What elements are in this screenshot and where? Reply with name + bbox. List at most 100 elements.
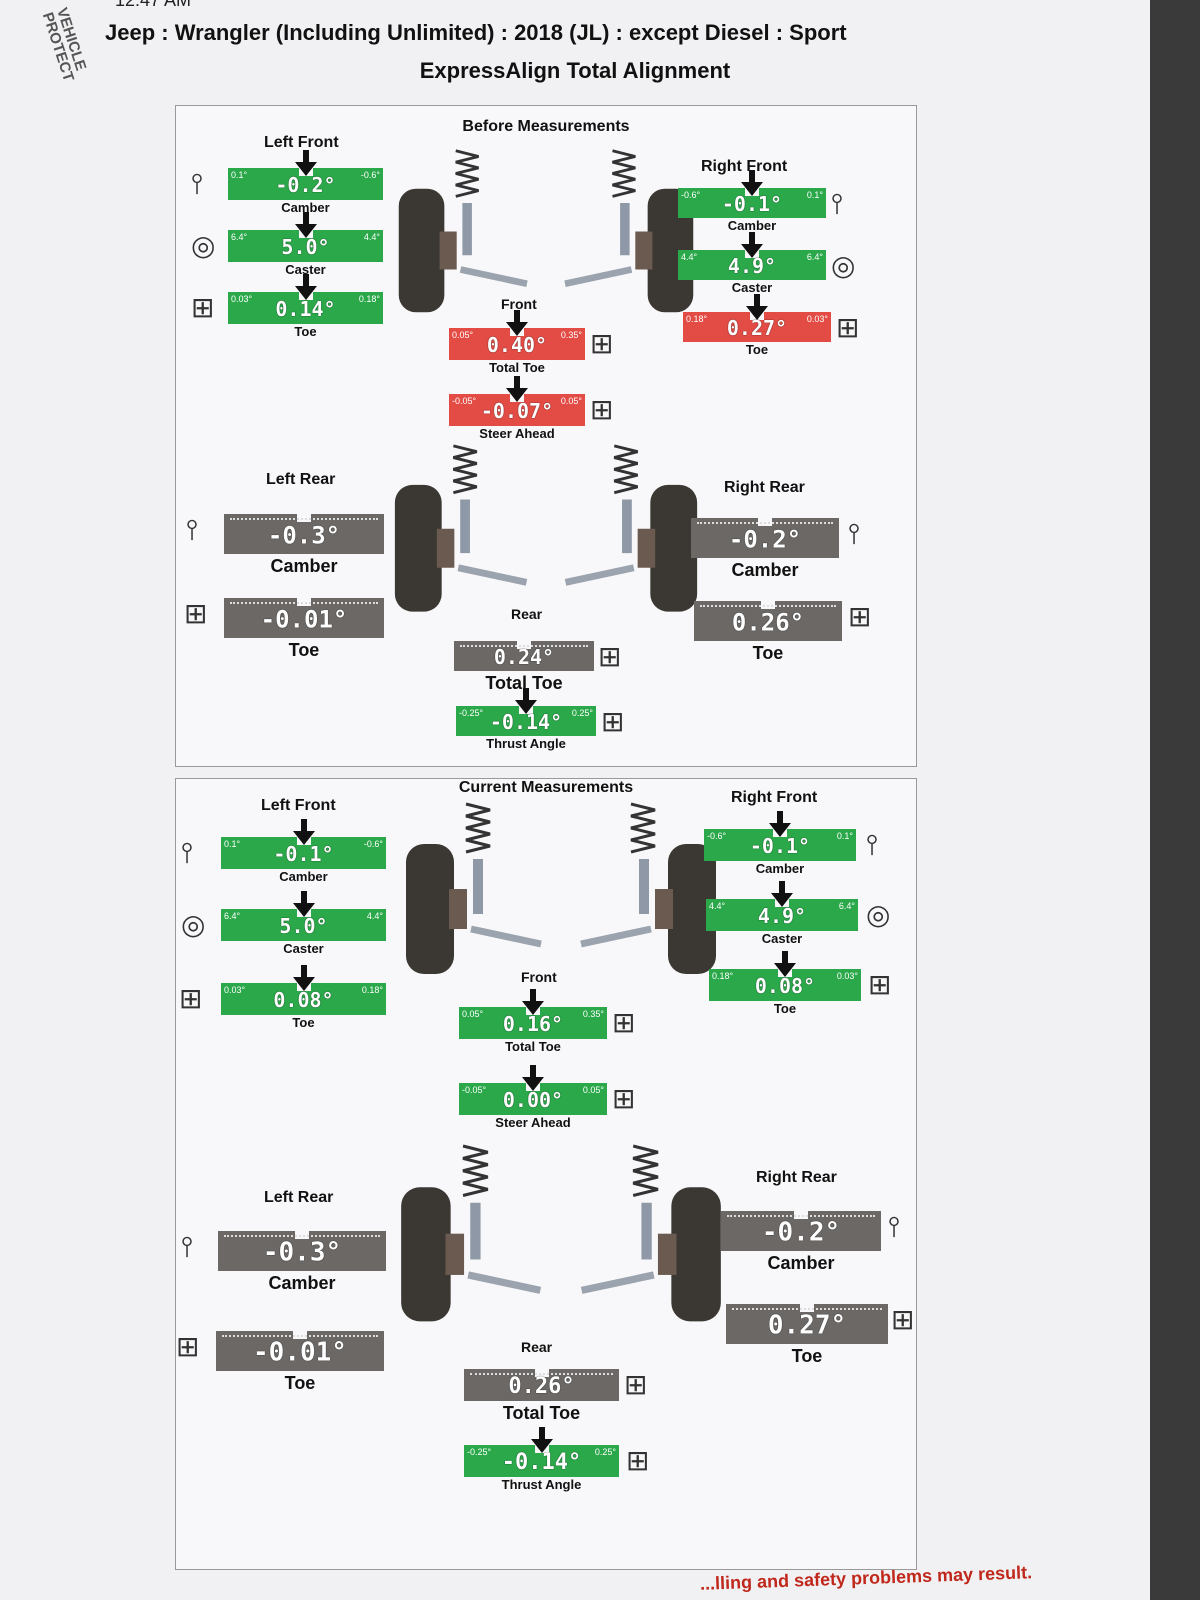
steer-ahead-caption: Steer Ahead xyxy=(479,426,555,441)
left-front-label: Left Front xyxy=(264,134,339,151)
left-hub xyxy=(439,231,457,270)
rr-toe-gauge: 0.27° xyxy=(726,1304,888,1344)
right-control-arm xyxy=(564,564,635,586)
target-arrow-icon xyxy=(746,294,768,320)
gauge-dots xyxy=(224,1235,380,1239)
lf-toe-gauge: 0.03°0.18°0.14° xyxy=(228,292,383,324)
total-toe-caption: Total Toe xyxy=(489,360,545,375)
right-control-arm xyxy=(580,1271,655,1294)
left-tire xyxy=(398,188,445,313)
gauge-min: -0.25° xyxy=(459,708,484,718)
right-coil-spring xyxy=(613,444,639,495)
camber-adjust-icon: ⫯ xyxy=(191,168,204,199)
gauge-dots xyxy=(470,1373,613,1377)
gauge-max: 0.1° xyxy=(806,190,823,200)
gauge-body: 0.27° xyxy=(726,1304,888,1344)
gauge-max: 0.05° xyxy=(560,396,582,406)
gauge-max: 0.03° xyxy=(836,971,858,981)
target-arrow-icon xyxy=(774,951,796,977)
rf-toe-caption: Toe xyxy=(745,342,769,357)
rear-suspension-diagram xyxy=(394,444,698,612)
gauge-body: 0.26° xyxy=(464,1369,619,1401)
gauge-value: 5.0° xyxy=(281,235,330,260)
left-hub xyxy=(449,889,467,929)
camber-adjust-icon: ⫯ xyxy=(181,1231,194,1262)
rear-total-toe-caption: Total Toe xyxy=(485,673,563,693)
toe-adjust-icon: ⊞ xyxy=(601,706,625,737)
rr-toe-gauge: 0.26° xyxy=(694,601,842,641)
gauge-value: -0.1° xyxy=(273,842,334,867)
gauge-min: 0.05° xyxy=(452,330,474,340)
gauge-min: 6.4° xyxy=(231,232,248,242)
rf-caster-caption: Caster xyxy=(761,931,803,946)
gauge-value: -0.14° xyxy=(501,1449,582,1475)
camber-adjust-icon: ⫯ xyxy=(831,188,844,219)
gauge-value: -0.14° xyxy=(489,710,563,735)
gauge-max: 0.18° xyxy=(358,294,380,304)
gauge-dots xyxy=(700,605,836,609)
right-strut xyxy=(620,203,630,256)
camber-adjust-icon: ⫯ xyxy=(181,837,194,868)
left-coil-spring xyxy=(462,1144,489,1198)
target-arrow-icon xyxy=(515,688,537,714)
gauge-body: -0.2° xyxy=(691,518,839,558)
left-tire xyxy=(401,1187,451,1322)
lr-toe-gauge: -0.01° xyxy=(216,1331,384,1371)
gauge-value: -0.1° xyxy=(721,192,783,217)
right-coil-spring xyxy=(632,1144,659,1198)
rf-caster-caption: Caster xyxy=(731,280,773,295)
gauge-body: 0.03°0.18°0.14° xyxy=(228,292,383,324)
total-toe-caption: Total Toe xyxy=(505,1039,561,1054)
camber-adjust-icon: ⫯ xyxy=(186,514,199,545)
gauge-min: -0.25° xyxy=(467,1447,492,1457)
target-arrow-icon xyxy=(292,965,315,991)
right-rear-label: Right Rear xyxy=(724,479,805,496)
rear-label: Rear xyxy=(521,1339,553,1355)
gauge-value: 0.24° xyxy=(493,645,555,670)
right-front-label: Right Front xyxy=(731,789,818,806)
rr-toe-caption: Toe xyxy=(791,1346,823,1366)
rr-camber-gauge: -0.2° xyxy=(721,1211,881,1251)
caster-adjust-icon: ◎ xyxy=(831,250,856,281)
gauge-max: 0.25° xyxy=(594,1447,616,1457)
target-arrow-icon xyxy=(294,150,317,176)
gauge-min: 0.03° xyxy=(231,294,253,304)
gauge-dots xyxy=(222,1335,378,1339)
gauge-value: 0.00° xyxy=(502,1088,564,1113)
rf-toe-gauge: 0.18°0.03°0.27° xyxy=(683,312,831,342)
right-strut xyxy=(622,499,632,554)
rr-camber-gauge: -0.2° xyxy=(691,518,839,558)
left-hub xyxy=(445,1233,465,1275)
gauge-body: 0.24° xyxy=(454,641,594,671)
target-arrow-icon xyxy=(292,819,315,845)
toe-adjust-icon: ⊞ xyxy=(179,983,203,1014)
lf-toe-caption: Toe xyxy=(294,324,317,339)
front-suspension-diagram xyxy=(398,149,694,313)
lf-toe-caption: Toe xyxy=(292,1015,315,1030)
left-strut xyxy=(473,859,483,914)
right-hub xyxy=(637,528,656,568)
gauge-value: 0.40° xyxy=(486,333,548,358)
toe-adjust-icon: ⊞ xyxy=(868,969,892,1000)
gauge-min: 0.18° xyxy=(686,314,708,324)
gauge-min: 6.4° xyxy=(224,911,241,921)
toe-adjust-icon: ⊞ xyxy=(836,312,860,343)
left-control-arm xyxy=(457,564,528,586)
gauge-body: -0.25°0.25°-0.14° xyxy=(456,706,596,736)
lr-camber-gauge: -0.3° xyxy=(218,1231,386,1271)
gauge-min: -0.05° xyxy=(462,1085,487,1095)
gauge-max: 0.05° xyxy=(582,1085,604,1095)
gauge-value: -0.01° xyxy=(260,605,348,634)
gauge-max: -0.6° xyxy=(360,170,380,180)
left-strut xyxy=(470,1202,481,1260)
lr-camber-gauge: -0.3° xyxy=(224,514,384,554)
target-arrow-icon xyxy=(741,232,763,258)
gauge-value: 0.27° xyxy=(767,1310,847,1341)
gauge-dots xyxy=(732,1308,882,1312)
timestamp: 12:47 AM xyxy=(115,0,192,10)
gauge-value: 0.27° xyxy=(726,316,788,341)
gauge-min: 0.1° xyxy=(231,170,248,180)
left-strut xyxy=(462,203,472,256)
gauge-min: 0.1° xyxy=(224,839,241,849)
